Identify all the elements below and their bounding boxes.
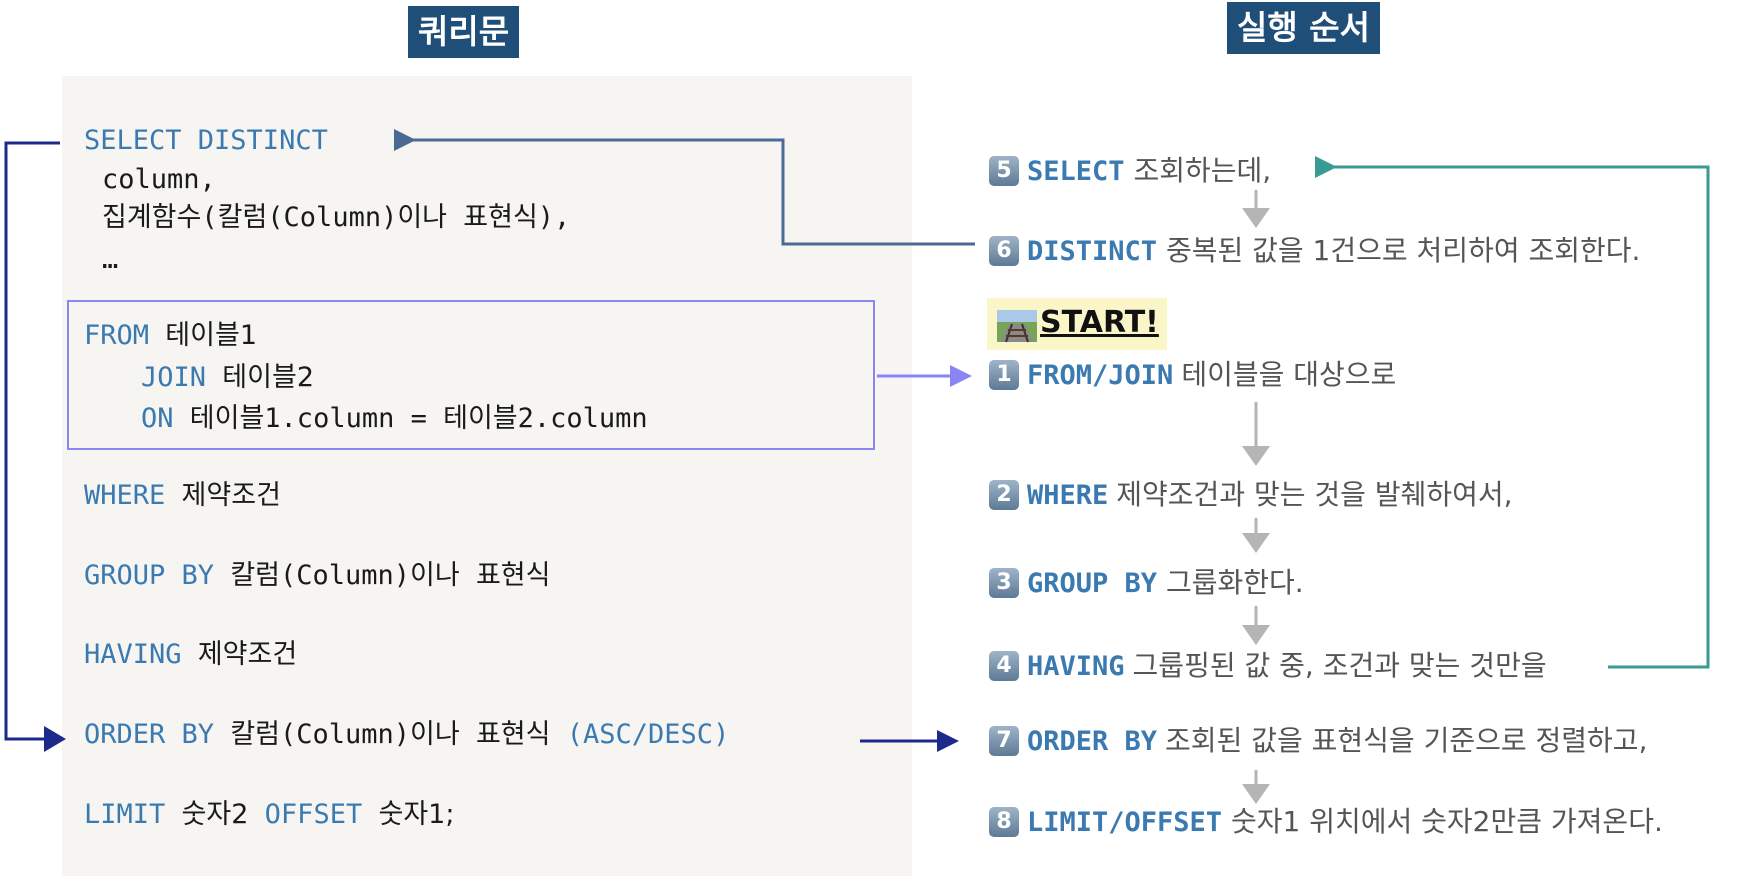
step-8-limit-offset: 8 LIMIT/OFFSET 숫자1 위치에서 숫자2만큼 가져온다.: [989, 802, 1663, 843]
on-condition: 테이블1.column = 테이블2.column: [189, 403, 648, 434]
step-number-badge: 1: [989, 360, 1019, 390]
order-by-value: 칼럼(Column)이나 표현식: [230, 719, 551, 750]
query-limit-line: LIMIT 숫자2 OFFSET 숫자1;: [84, 797, 454, 833]
step-number-badge: 7: [989, 726, 1019, 756]
step-keyword: WHERE: [1027, 480, 1109, 511]
step-description: 그룹화한다.: [1157, 566, 1304, 599]
on-keyword: ON: [141, 403, 174, 434]
query-join-line: JOIN 테이블2: [141, 360, 314, 396]
railway-track-icon: [997, 310, 1037, 343]
limit-keyword: LIMIT: [84, 799, 166, 830]
having-value: 제약조건: [197, 639, 298, 670]
having-to-select-arrow: [1315, 156, 1710, 669]
query-from-line: FROM 테이블1: [84, 318, 257, 354]
query-select-line: SELECT DISTINCT: [84, 123, 328, 159]
query-order-line: ORDER BY 칼럼(Column)이나 표현식 (ASC/DESC): [84, 717, 729, 753]
query-ellipsis-line: …: [102, 242, 118, 278]
step-description: 조회하는데,: [1124, 154, 1272, 187]
step-description: 제약조건과 맞는 것을 발췌하여서,: [1116, 478, 1513, 511]
from-table: 테이블1: [165, 320, 257, 351]
step-keyword: HAVING: [1027, 651, 1125, 682]
join-table: 테이블2: [222, 362, 314, 393]
query-header: 쿼리문: [408, 6, 520, 58]
query-having-line: HAVING 제약조건: [84, 637, 297, 673]
start-label: START!: [1040, 305, 1159, 340]
step-description: 테이블을 대상으로: [1181, 358, 1397, 391]
distinct-to-select-arrow: [394, 129, 975, 246]
aggregate-item: 집계함수(칼럼(Column)이나 표현식),: [102, 202, 571, 233]
where-keyword: WHERE: [84, 480, 166, 511]
having-keyword: HAVING: [84, 639, 182, 670]
down-arrow: [1242, 770, 1270, 804]
down-arrow: [1242, 606, 1270, 645]
from-join-box: [67, 300, 875, 450]
where-value: 제약조건: [181, 480, 281, 511]
select-keyword: SELECT DISTINCT: [84, 125, 328, 156]
step-keyword: LIMIT/OFFSET: [1027, 807, 1223, 838]
down-arrow: [1242, 402, 1270, 466]
query-group-line: GROUP BY 칼럼(Column)이나 표현식: [84, 558, 551, 594]
step-keyword: ORDER BY: [1027, 726, 1158, 757]
down-arrow: [1242, 518, 1270, 553]
step-3-group-by: 3 GROUP BY 그룹화한다.: [989, 563, 1304, 604]
step-number-badge: 6: [989, 236, 1019, 266]
start-marker: [987, 298, 1167, 350]
offset-value: 숫자1;: [378, 799, 455, 830]
order-direction: (ASC/DESC): [566, 719, 730, 750]
group-by-keyword: GROUP BY: [84, 560, 215, 591]
step-keyword: GROUP BY: [1027, 568, 1158, 599]
step-number-badge: 5: [989, 156, 1019, 186]
join-keyword: JOIN: [141, 362, 207, 393]
query-on-line: ON 테이블1.column = 테이블2.column: [141, 401, 648, 437]
down-arrow: [1242, 190, 1270, 228]
ellipsis: …: [102, 244, 119, 275]
query-where-line: WHERE 제약조건: [84, 478, 281, 514]
select-to-order-arrowhead: [44, 726, 66, 752]
step-description: 숫자1 위치에서 숫자2만큼 가져온다.: [1222, 805, 1663, 838]
query-panel: [62, 76, 912, 876]
step-description: 조회된 값을 표현식을 기준으로 정렬하고,: [1165, 724, 1648, 757]
step-keyword: FROM/JOIN: [1027, 360, 1174, 391]
step-number-badge: 3: [989, 568, 1019, 598]
step-5-select: 5 SELECT 조회하는데,: [989, 151, 1271, 192]
query-aggregate-line: 집계함수(칼럼(Column)이나 표현식),: [102, 200, 570, 236]
group-by-value: 칼럼(Column)이나 표현식: [230, 560, 551, 591]
step-number-badge: 2: [989, 480, 1019, 510]
step-keyword: SELECT: [1027, 156, 1125, 187]
order-by-keyword: ORDER BY: [84, 719, 215, 750]
step-number-badge: 8: [989, 807, 1019, 837]
query-column-line: column,: [102, 162, 216, 198]
step-number-badge: 4: [989, 651, 1019, 681]
column-item: column,: [102, 164, 216, 195]
step-6-distinct: 6 DISTINCT 중복된 값을 1건으로 처리하여 조회한다.: [989, 231, 1640, 272]
execution-order-header: 실행 순서: [1227, 2, 1380, 54]
step-keyword: DISTINCT: [1027, 236, 1158, 267]
select-to-order-arrow: [4, 141, 60, 741]
step-description: 중복된 값을 1건으로 처리하여 조회한다.: [1157, 234, 1641, 267]
limit-value: 숫자2: [181, 799, 249, 830]
offset-keyword: OFFSET: [264, 799, 363, 830]
step-description: 그룹핑된 값 중, 조건과 맞는 것만을: [1132, 649, 1547, 682]
from-keyword: FROM: [84, 320, 150, 351]
